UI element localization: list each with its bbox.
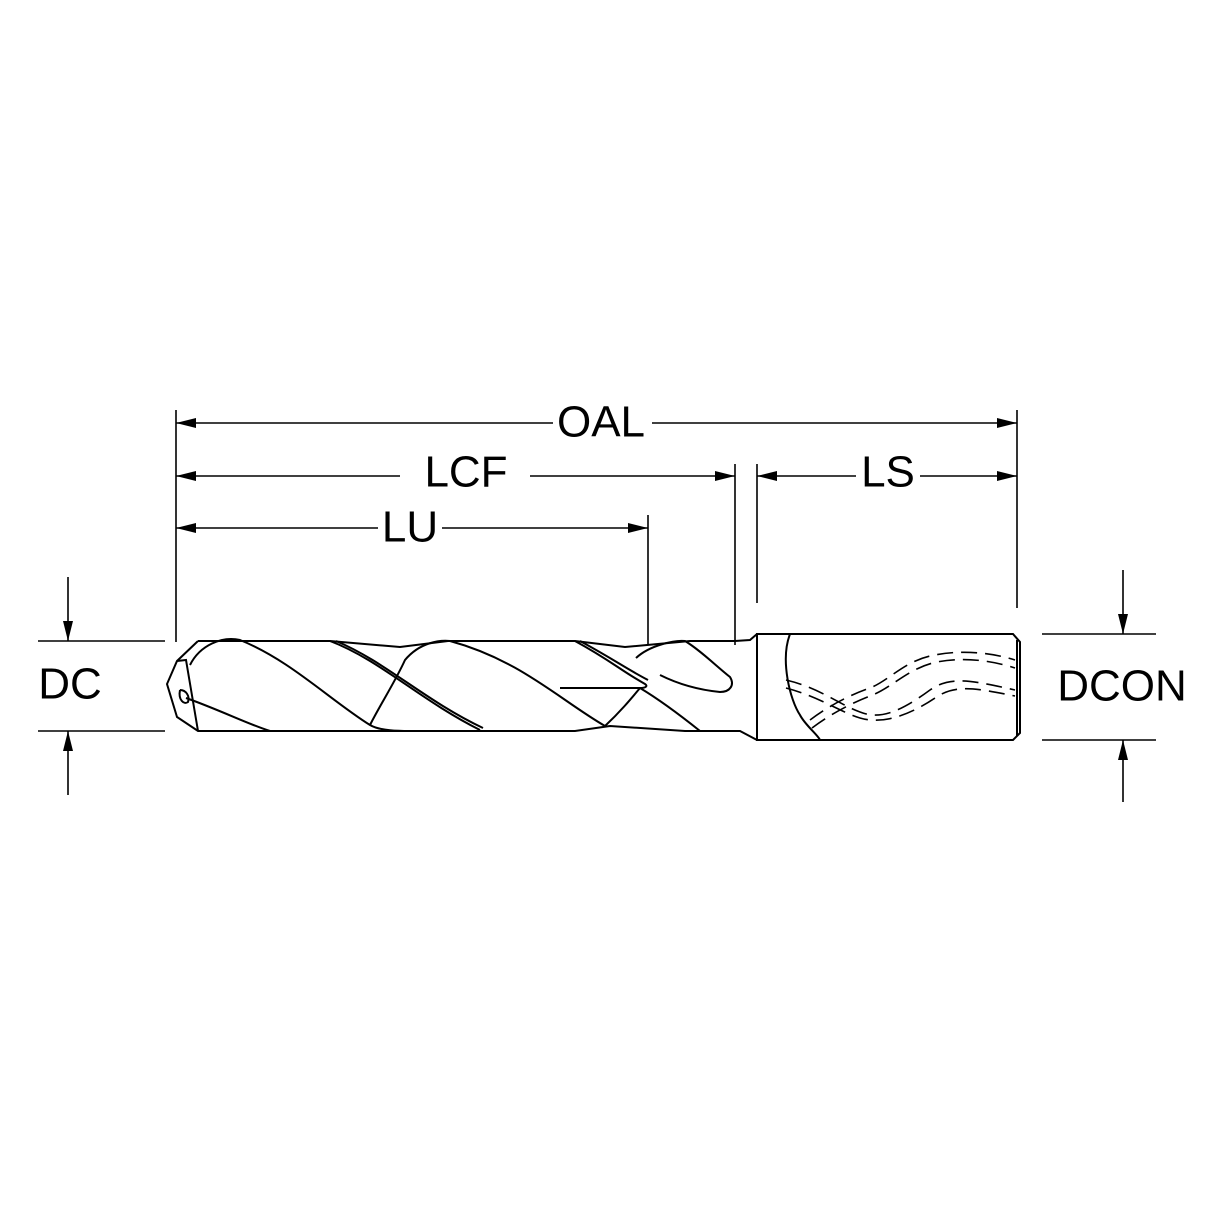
dimension-lu: LU	[176, 503, 648, 552]
dcon-label: DCON	[1057, 662, 1187, 711]
drill-body	[165, 633, 758, 741]
extension-lines	[38, 410, 1156, 741]
ls-label: LS	[861, 448, 915, 497]
dimension-lcf: LCF	[176, 448, 735, 497]
dimension-oal: OAL	[176, 398, 1017, 447]
lcf-label: LCF	[424, 448, 507, 497]
dimension-ls: LS	[757, 448, 1017, 497]
drill-shank	[756, 633, 1021, 741]
dimension-dc: DC	[38, 577, 102, 795]
lu-label: LU	[382, 503, 438, 552]
oal-label: OAL	[557, 398, 645, 447]
dimension-dcon: DCON	[1057, 570, 1187, 802]
dc-label: DC	[38, 660, 102, 709]
